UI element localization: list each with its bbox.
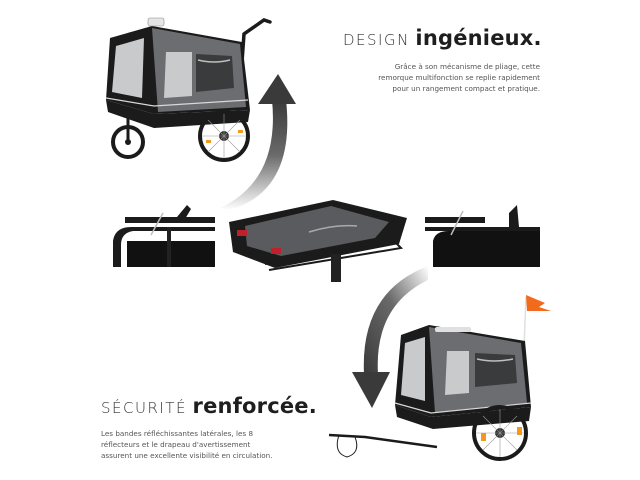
design-heading-bold: ingénieux. [415, 26, 542, 50]
design-heading-light: DESIGN [343, 31, 410, 49]
securite-heading: SÉCURITÉ renforcée. [101, 394, 317, 418]
fold-arrow-up-icon [210, 70, 300, 210]
fold-arrow-down-icon [350, 262, 430, 412]
latch-detail-left-image [105, 205, 215, 267]
latch-detail-right-image [425, 205, 540, 267]
design-line: Grâce à son mécanisme de pliage, cette [394, 62, 540, 71]
securite-heading-light: SÉCURITÉ [101, 399, 187, 417]
securite-line: assurent une excellente visibilité en ci… [101, 451, 273, 460]
trailer-bike-image [325, 285, 555, 470]
securite-description: Les bandes réfléchissantes latérales, le… [101, 428, 321, 461]
design-heading: DESIGN ingénieux. [343, 26, 542, 50]
design-line: remorque multifonction se replie rapidem… [378, 73, 540, 82]
folded-trailer-image [225, 196, 410, 288]
securite-line: Les bandes réfléchissantes latérales, le… [101, 429, 254, 438]
securite-heading-bold: renforcée. [192, 394, 317, 418]
design-line: pour un rangement compact et pratique. [392, 84, 540, 93]
design-description: Grâce à son mécanisme de pliage, cette r… [330, 61, 540, 94]
securite-line: réflecteurs et le drapeau d'avertissemen… [101, 440, 251, 449]
trailer-stroller-image [92, 12, 282, 172]
